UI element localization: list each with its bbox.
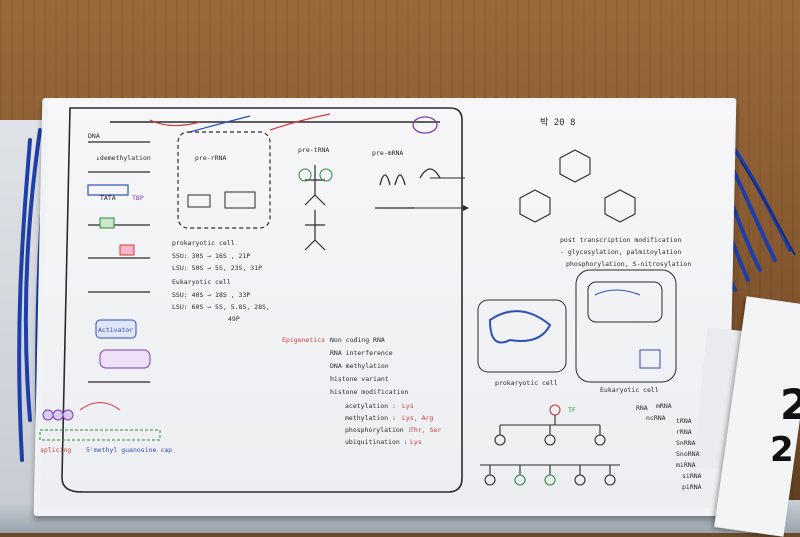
mods-label: - glycosylation, palmitoylation: [560, 248, 681, 256]
mods-label-2: phosphorylation, S-nitrosylation: [566, 260, 691, 268]
epi-item-0: Non coding RNA: [330, 336, 385, 344]
lsu-euk-2: 49P: [228, 315, 240, 323]
eukaryotic-label: Eukaryotic cell: [172, 278, 231, 286]
cap-label: 5'methyl guanosine cap: [86, 446, 172, 454]
epigenetics-label: Epigenetics: [282, 336, 325, 344]
ncrna-1: rRNA: [676, 428, 692, 436]
ncrna-5: siRNA: [682, 472, 702, 480]
post-transcription-label: post transcription modification: [560, 236, 681, 244]
prokaryotic-cell-label: prokaryotic cell: [495, 379, 558, 387]
eukaryotic-cell-label: Eukaryotic cell: [600, 386, 659, 394]
outline-frame: [61, 107, 463, 493]
demethylation-label: ↓demethylation: [96, 154, 151, 162]
rna-root-label: RNA: [636, 404, 648, 412]
dna-label: DNA: [88, 132, 100, 140]
ncrna-0: tRNA: [676, 417, 692, 425]
ssu-pro: SSU: 30S → 16S , 21P: [172, 252, 250, 260]
mod-value-3: Lys: [410, 438, 422, 446]
pre-rrna-label: pre-rRNA: [195, 154, 226, 162]
epi-item-4: histone modification: [330, 388, 408, 396]
ssu-euk: SSU: 40S → 18S , 33P: [172, 291, 250, 299]
epi-item-1: RNA interference: [330, 349, 393, 357]
ncrna-2: SnRNA: [676, 439, 696, 447]
mod-value-0: Lys: [402, 402, 414, 410]
mod-label-1: methylation :: [345, 414, 396, 422]
pre-mrna-label: pre-mRNA: [372, 149, 403, 157]
lsu-euk: LSU: 60S → 5S, 5.8S, 28S,: [172, 303, 270, 311]
mod-value-1: Lys, Arg: [402, 414, 433, 422]
mod-label-3: ubiquitination :: [345, 438, 408, 446]
activator-label: Activator: [98, 326, 133, 334]
card-digit: 2: [780, 380, 800, 429]
pre-trna-label: pre-tRNA: [298, 146, 329, 154]
rna-type-0: mRNA: [656, 402, 672, 410]
mod-label-2: phosphorylation :: [345, 426, 412, 434]
ncrna-4: miRNA: [676, 461, 696, 469]
ncrna-6: piRNA: [682, 483, 702, 491]
splicing-label: splicing: [40, 446, 71, 454]
tata-label: TATA: [100, 194, 116, 202]
ncrna-3: SnoRNA: [676, 450, 700, 458]
epi-item-2: DNA methylation: [330, 362, 389, 370]
polymerase-shape: [412, 116, 438, 134]
header-text: 박 20 8: [540, 117, 575, 128]
lsu-pro: LSU: 50S → 5S, 23S, 31P: [172, 264, 262, 272]
tf-label: TF: [568, 406, 576, 414]
epi-item-3: histone variant: [330, 375, 389, 383]
rna-type-1: ncRNA: [646, 414, 666, 422]
tbp-label: TBP: [132, 194, 144, 202]
mod-value-2: Thr, Ser: [410, 426, 441, 434]
card-digit-2: 2: [770, 430, 794, 470]
prokaryotic-label: prokaryotic cell: [172, 239, 235, 247]
mod-label-0: acetylation :: [345, 402, 396, 410]
